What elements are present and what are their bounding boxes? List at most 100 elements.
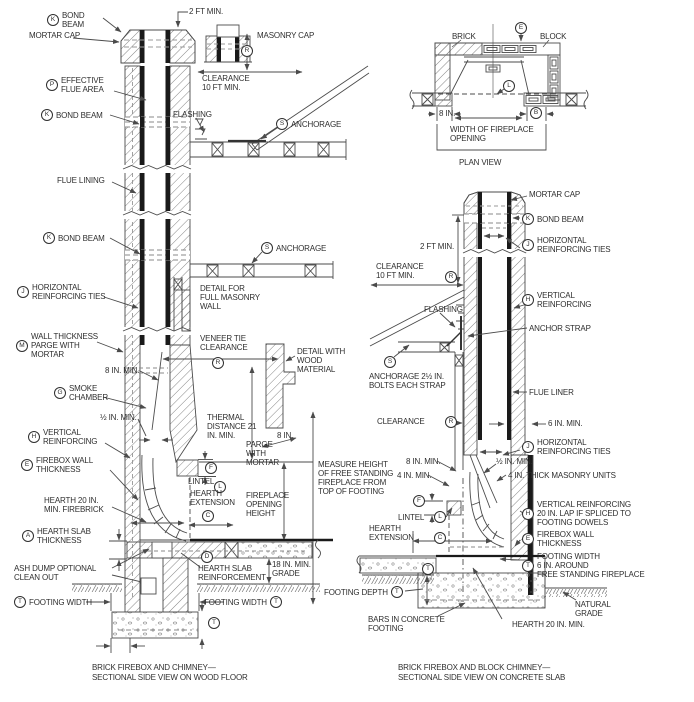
dim-2ft-right: 2 FT MIN.: [420, 242, 454, 251]
circle-r-clearance-circle: R: [445, 416, 457, 428]
dim-8in-min-right: 8 IN. MIN.: [406, 457, 441, 466]
circle-c-left: C: [202, 510, 214, 522]
hearth-20-firebrick-text: HEARTH 20 IN. MIN. FIREBRICK: [44, 496, 104, 514]
j-ties-right-1-circle: J: [522, 239, 534, 251]
circle-c-right-circle: C: [434, 532, 446, 544]
mortar-cap-left: MORTAR CAP: [29, 31, 80, 40]
dim-4in-min: 4 IN. MIN.: [397, 471, 432, 480]
circle-r-clearance: R: [445, 416, 457, 428]
caption-left: BRICK FIREBOX AND CHIMNEY— SECTIONAL SID…: [92, 663, 248, 682]
footing-width-right-lbl-text: FOOTING WIDTH: [204, 597, 267, 607]
circle-f-right: F: [413, 495, 425, 507]
masonry-cap: MASONRY CAP: [257, 31, 314, 40]
plan-view-caption: PLAN VIEW: [459, 158, 501, 167]
circle-r-veneer: R: [212, 357, 224, 369]
width-of-fireplace-opening: WIDTH OF FIREPLACE OPENING: [450, 125, 534, 143]
plan-view-lineart: [409, 24, 589, 151]
left-wood-wall-detail: [261, 343, 316, 605]
circle-l-right: L: [434, 511, 446, 523]
caption-right: BRICK FIREBOX AND BLOCK CHIMNEY— SECTION…: [398, 663, 565, 682]
flashing-right-text: FLASHING: [424, 305, 463, 314]
thermal-distance: THERMAL DISTANCE 21 IN. MIN.: [207, 413, 256, 440]
masonry-units-4in: 4 IN. THICK MASONRY UNITS: [508, 471, 616, 480]
flashing-right: FLASHING: [424, 305, 463, 314]
circle-d-hearth: D: [201, 551, 213, 563]
k-bond-beam-cap-text: BOND BEAM: [62, 11, 85, 29]
dim-8in-min-right-text: 8 IN. MIN.: [406, 457, 441, 466]
circle-d-hearth-circle: D: [201, 551, 213, 563]
k-bond-beam-1-text: BOND BEAM: [56, 110, 103, 120]
e-firebox-wall-left-text: FIREBOX WALL THICKNESS: [36, 456, 94, 474]
hearth-slab-reinforcement-text: HEARTH SLAB REINFORCEMENT: [198, 564, 266, 582]
circle-r-right-top-circle: R: [445, 271, 457, 283]
hearth-extension-right-text: HEARTH EXTENSION: [369, 524, 414, 542]
footing-depth-text: FOOTING DEPTH: [324, 587, 388, 597]
fireplace-opening-height: FIREPLACE OPENING HEIGHT: [246, 491, 289, 518]
natural-grade-text: NATURAL GRADE: [575, 600, 611, 618]
hearth-20-firebrick: HEARTH 20 IN. MIN. FIREBRICK: [44, 496, 104, 514]
circle-l-left: L: [214, 481, 226, 493]
footing-depth-circle-post: T: [390, 586, 403, 598]
dim-6in-min: 6 IN. MIN.: [548, 419, 583, 428]
plan-brick: BRICK: [452, 32, 476, 41]
p-effective-flue-area-text: EFFECTIVE FLUE AREA: [61, 76, 104, 94]
clearance-r-right-text: CLEARANCE: [377, 417, 425, 426]
g-smoke-chamber-text: SMOKE CHAMBER: [69, 384, 108, 402]
k-bond-beam-right-text: BOND BEAM: [537, 214, 584, 224]
anchorage-bolts-text: ANCHORAGE 2½ IN. BOLTS EACH STRAP: [369, 372, 446, 390]
circle-s-right-circle: S: [384, 356, 396, 368]
dim-8in-min-left-text: 8 IN. MIN.: [105, 366, 140, 375]
detail-full-masonry-wall: DETAIL FOR FULL MASONRY WALL: [200, 284, 260, 311]
lintel-left: LINTEL: [188, 477, 214, 486]
k-bond-beam-cap-circle: K: [47, 14, 59, 26]
caption-left-text: BRICK FIREBOX AND CHIMNEY— SECTIONAL SID…: [92, 663, 248, 682]
j-ties-right-1-text: HORIZONTAL REINFORCING TIES: [537, 236, 611, 254]
dim-8in-plan-text: 8 IN.: [439, 109, 456, 118]
bars-in-footing: BARS IN CONCRETE FOOTING: [368, 615, 445, 633]
dim-8in-plan: 8 IN.: [439, 109, 455, 118]
dim-2ft-min-left: 2 FT MIN.: [189, 7, 223, 16]
j-ties-right-2-text: HORIZONTAL REINFORCING TIES: [537, 438, 611, 456]
m-wall-thickness-circle: M: [16, 339, 28, 352]
circle-s-right: S: [384, 356, 396, 368]
circle-e-plan: E: [515, 22, 527, 34]
masonry-cap-text: MASONRY CAP: [257, 31, 315, 40]
hearth-20-right: HEARTH 20 IN. MIN.: [512, 620, 585, 629]
clearance-10ft-left: CLEARANCE 10 FT MIN.: [202, 74, 250, 92]
h-vert-reinf-right-circle: H: [522, 294, 534, 306]
fireplace-opening-height-text: FIREPLACE OPENING HEIGHT: [246, 491, 290, 518]
dim-2ft-min-left-text: 2 FT MIN.: [189, 7, 224, 16]
flashing-left: FLASHING: [173, 110, 212, 119]
mortar-cap-left-text: MORTAR CAP: [29, 31, 81, 40]
clearance-r-right: CLEARANCE: [377, 417, 425, 426]
ash-dump: ASH DUMP OPTIONAL CLEAN OUT: [14, 564, 96, 582]
a-hearth-slab-text: HEARTH SLAB THICKNESS: [37, 527, 91, 545]
h-vertical-reinforcing-left-circle: H: [28, 431, 40, 443]
circle-r-veneer-circle: R: [212, 357, 224, 369]
e-firebox-wall-left-circle: E: [21, 459, 33, 471]
circle-t-slab-right: T: [422, 563, 434, 575]
masonry-units-4in-text: 4 IN. THICK MASONRY UNITS: [508, 471, 616, 480]
right-footing: [356, 554, 607, 620]
hearth-extension-left: HEARTH EXTENSION: [190, 489, 235, 507]
dim-18in-grade-text: 18 IN. MIN. GRADE: [272, 560, 311, 578]
dim-2ft-right-text: 2 FT MIN.: [420, 242, 455, 251]
parge-with-mortar-text: PARGE WITH MORTAR: [246, 440, 280, 467]
anchor-strap-text: ANCHOR STRAP: [529, 324, 591, 333]
bars-in-footing-text: BARS IN CONCRETE FOOTING: [368, 615, 445, 633]
dim-8in-min-left: 8 IN. MIN.: [105, 366, 140, 375]
circle-f-left-circle: F: [205, 462, 217, 474]
plan-view-caption-text: PLAN VIEW: [459, 158, 502, 167]
natural-grade: NATURAL GRADE: [575, 600, 611, 618]
dim-8in-wood-text: 8 IN.: [277, 431, 294, 440]
t-footing-width-right-circle: T: [522, 559, 534, 572]
